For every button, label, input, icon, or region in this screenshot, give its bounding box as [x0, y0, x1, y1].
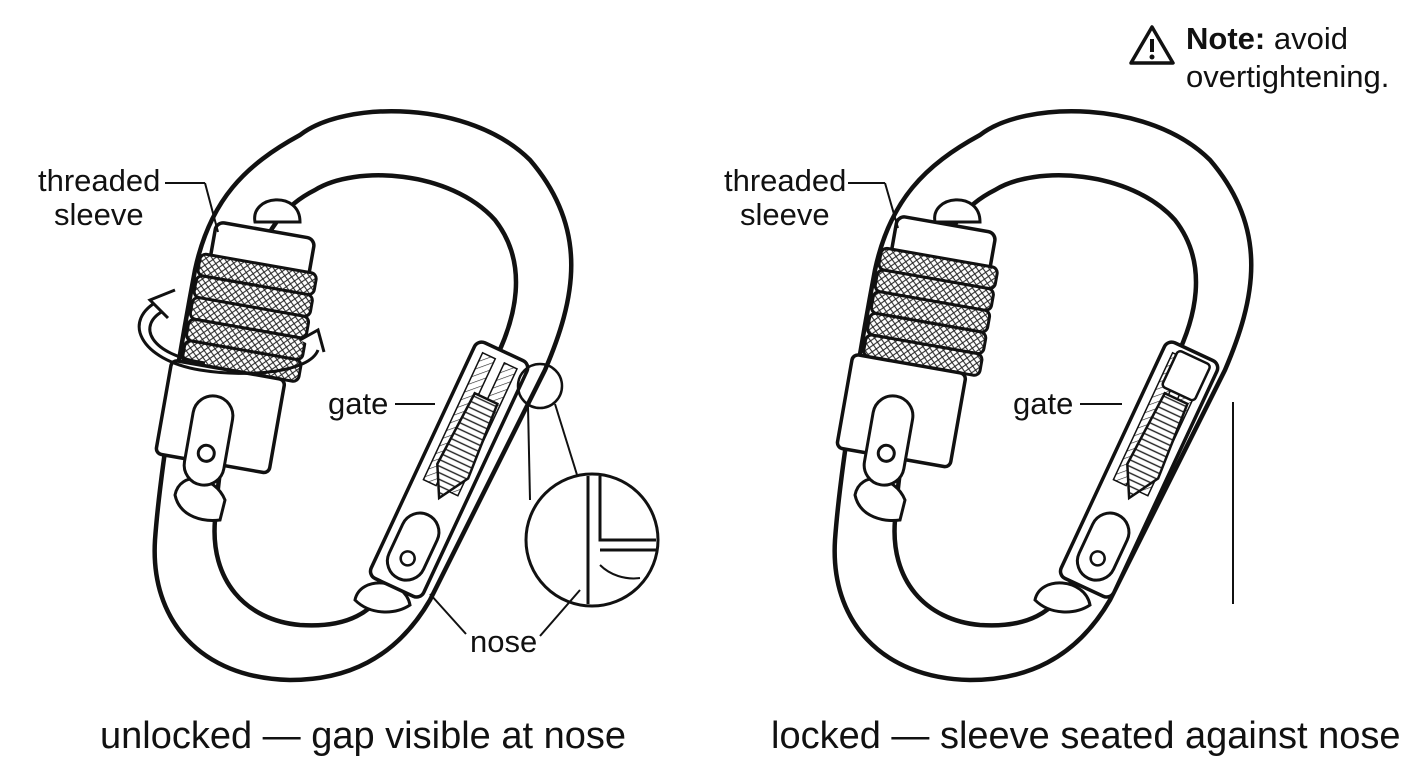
- note-bold: Note:: [1186, 21, 1266, 56]
- rotation-arrows-icon: [137, 288, 326, 375]
- right-gate-label: gate: [1013, 386, 1073, 421]
- left-caption: unlocked — gap visible at nose: [100, 715, 626, 757]
- left-gate: [368, 340, 530, 599]
- nose-zoom-marker: [516, 362, 564, 410]
- locked-carabiner: [832, 109, 1254, 683]
- left-sleeve-label-line2: sleeve: [54, 197, 144, 232]
- warning-triangle-icon: [1129, 25, 1175, 65]
- unlocked-carabiner: [137, 109, 660, 683]
- left-nose-label: nose: [470, 624, 537, 659]
- note-line2: overtightening.: [1186, 59, 1390, 94]
- nose-detail-circle: [524, 472, 660, 608]
- left-sleeve-label-line1: threaded: [38, 163, 160, 198]
- right-caption: locked — sleeve seated against nose: [771, 715, 1401, 757]
- right-sleeve-label-line2: sleeve: [740, 197, 830, 232]
- right-gate: [1058, 340, 1220, 599]
- note-text: Note: avoid overtightening.: [1186, 20, 1389, 96]
- left-gate-label: gate: [328, 386, 388, 421]
- right-sleeve-label-line1: threaded: [724, 163, 846, 198]
- note-line1: avoid: [1265, 21, 1348, 56]
- right-threaded-sleeve: [835, 215, 999, 487]
- left-threaded-sleeve: [154, 221, 318, 487]
